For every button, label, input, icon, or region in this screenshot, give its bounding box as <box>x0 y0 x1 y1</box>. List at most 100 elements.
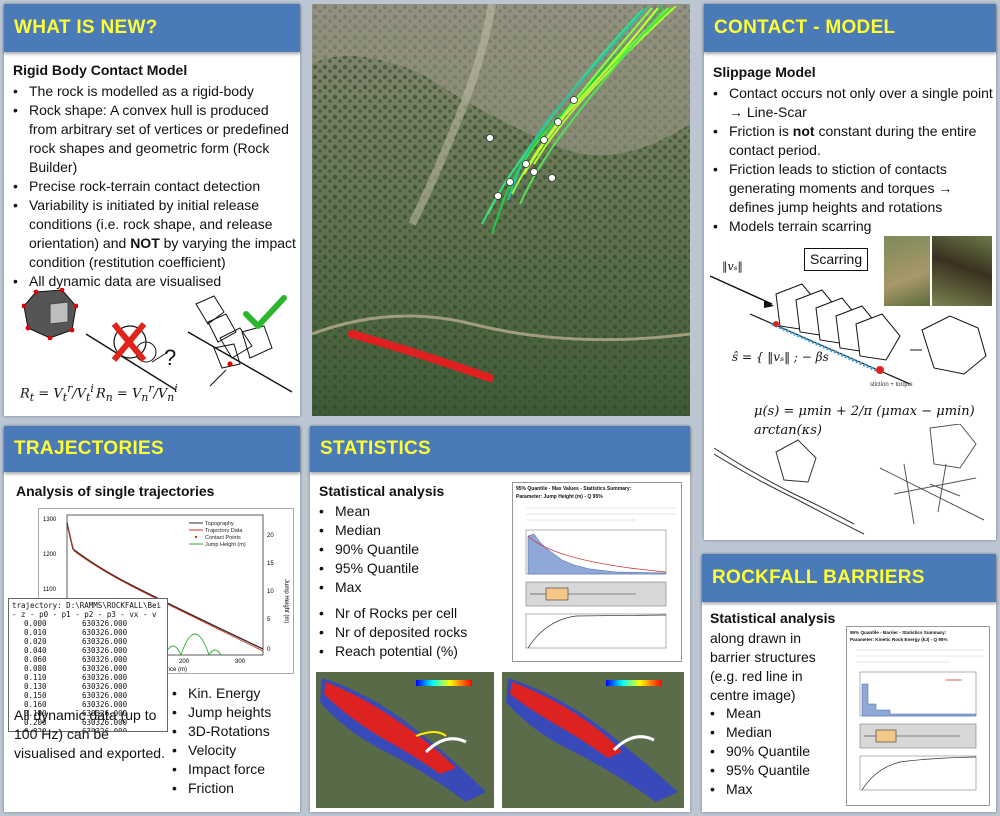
restitution-diagram <box>85 322 177 391</box>
statistics-bullets-a: Mean Median 90% Quantile 95% Quantile Ma… <box>315 502 505 597</box>
slippage-subtitle: Slippage Model <box>713 64 816 80</box>
scar-photo-2 <box>932 236 992 306</box>
rock-markers <box>486 96 578 200</box>
rigid-body-diagram <box>187 295 293 393</box>
trajectory-data-window: trajectory: D:\RAMMS\ROCKFALL\Bei - z - … <box>8 598 168 732</box>
list-item: Kin. Energy <box>168 684 298 703</box>
statistics-report: 95% Quantile - Max Values - Statistics S… <box>512 482 682 662</box>
statistics-panel: Statistical analysis Mean Median 90% Qua… <box>310 426 690 812</box>
emphasis-not: NOT <box>130 235 160 251</box>
list-item: 95% Quantile <box>706 761 846 780</box>
statistics-map-1 <box>316 672 494 808</box>
barriers-subtitle: Statistical analysis <box>710 610 836 626</box>
list-item: Nr of deposited rocks <box>315 623 505 642</box>
list-item: 3D-Rotations <box>168 722 298 741</box>
terminal-columns: - z - p0 - p1 - p2 - p3 - vx - v <box>12 610 157 619</box>
rigid-body-subtitle: Rigid Body Contact Model <box>13 62 188 78</box>
list-item: 90% Quantile <box>315 540 505 559</box>
report-title: 95% Quantile - Barrier - Statistics Summ… <box>850 630 947 635</box>
y2-label: Jump Height (m) <box>283 579 289 623</box>
scar-photo-1 <box>884 236 930 306</box>
svg-text:Contact Points: Contact Points <box>205 535 241 541</box>
list-item: Friction leads to stiction of contacts g… <box>709 160 993 217</box>
y-tick: 1200 <box>43 552 57 558</box>
scarring-label: Scarring <box>804 248 869 271</box>
list-item: Reach potential (%) <box>315 642 505 661</box>
svg-text:Trajectory Data: Trajectory Data <box>205 528 243 534</box>
list-item: The rock is modelled as a rigid-body <box>9 82 297 101</box>
list-item: Models terrain scarring <box>709 217 993 236</box>
report-charts <box>525 507 676 649</box>
slippage-diagram: ‖vₛ‖ stiction + torque <box>710 260 987 388</box>
barrier-report-charts <box>856 649 984 791</box>
formula-s: ŝ = { ‖vₛ‖ ; − βs <box>732 350 829 364</box>
svg-text:Jump Height (m): Jump Height (m) <box>205 542 246 548</box>
contact-sketch <box>714 424 985 535</box>
trajectories-bullets: Kin. Energy Jump heights 3D-Rotations Ve… <box>168 684 298 798</box>
list-item: Contact occurs not only over a single po… <box>709 84 993 122</box>
barrier-line <box>348 330 494 382</box>
barriers-text: along drawn in barrier structures (e.g. … <box>710 630 816 703</box>
barriers-bullets: Mean Median 90% Quantile 95% Quantile Ma… <box>706 704 846 799</box>
formula-rt: Rt = Vtr/Vti <box>20 382 94 404</box>
y-tick: 1300 <box>43 517 57 523</box>
barrier-report: 95% Quantile - Barrier - Statistics Summ… <box>846 626 990 806</box>
list-item: Max <box>315 578 505 597</box>
list-item: Mean <box>706 704 846 723</box>
x-tick: 300 <box>235 659 246 665</box>
list-item: Rock shape: A convex hull is produced fr… <box>9 101 297 177</box>
list-item: Nr of Rocks per cell <box>315 604 505 623</box>
statistics-map-2 <box>502 672 684 808</box>
y-tick: 1100 <box>43 587 57 593</box>
contact-model-header: CONTACT - MODEL <box>704 4 996 52</box>
report-title: 95% Quantile - Max Values - Statistics S… <box>516 486 632 492</box>
list-item: Median <box>706 723 846 742</box>
statistics-header: STATISTICS <box>310 426 690 472</box>
y2-tick: 10 <box>267 589 274 595</box>
trajectories-note: All dynamic data (up to 100 Hz) can be v… <box>14 707 165 761</box>
contact-model-panel: Slippage Model Contact occurs not only o… <box>704 4 996 540</box>
formula-mu: μ(s) = μmin + 2/π (μmax − μmin) arctan(κ… <box>754 404 975 438</box>
list-item: Variability is initiated by initial rele… <box>9 196 297 272</box>
formula-rn: Rn = Vnr/Vni <box>96 382 178 404</box>
what-is-new-header: WHAT IS NEW? <box>4 4 300 52</box>
rockfall-simulation-image <box>312 4 690 416</box>
heatmap-2 <box>506 678 678 802</box>
report-param: Parameter: Jump Height (m) - Q 95% <box>516 494 603 500</box>
x-tick: 200 <box>179 659 190 665</box>
what-is-new-bullets: The rock is modelled as a rigid-body Roc… <box>9 82 297 291</box>
svg-text:Topography: Topography <box>205 521 234 527</box>
terrain-render <box>312 4 690 416</box>
y2-tick: 0 <box>267 647 271 653</box>
statistics-bullets-b: Nr of Rocks per cell Nr of deposited roc… <box>315 604 505 661</box>
terminal-header: trajectory: D:\RAMMS\ROCKFALL\Bei <box>12 601 162 610</box>
report-param: Parameter: Kinetic Rock Energy (kJ) - Q … <box>850 637 948 642</box>
list-item: Friction is not constant during the enti… <box>709 122 993 160</box>
question-mark: ? <box>164 345 177 370</box>
trajectories-subtitle: Analysis of single trajectories <box>16 483 215 499</box>
list-item: Precise rock-terrain contact detection <box>9 177 297 196</box>
rock-hull-icon <box>22 288 78 340</box>
y2-tick: 5 <box>267 617 271 623</box>
list-item: Friction <box>168 779 298 798</box>
list-item: 90% Quantile <box>706 742 846 761</box>
list-item: 95% Quantile <box>315 559 505 578</box>
statistics-subtitle: Statistical analysis <box>319 483 445 499</box>
heatmap-1 <box>320 678 486 802</box>
svg-text:‖vₛ‖: ‖vₛ‖ <box>722 260 743 274</box>
list-item: All dynamic data are visualised <box>9 272 297 291</box>
list-item: Velocity <box>168 741 298 760</box>
